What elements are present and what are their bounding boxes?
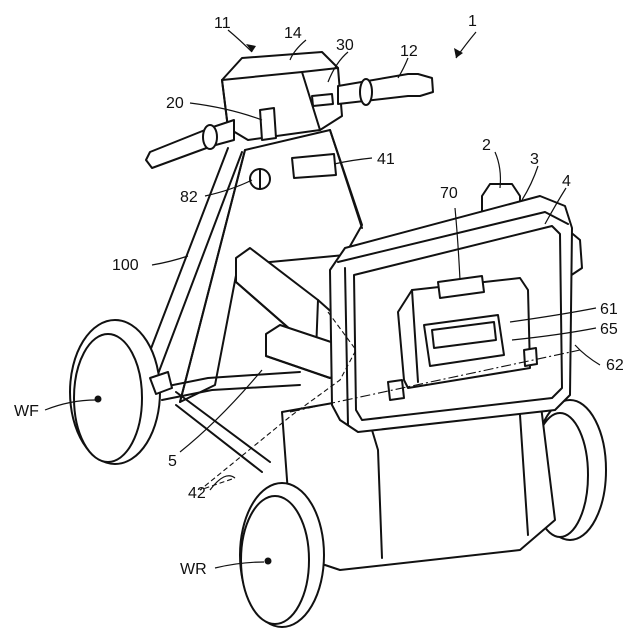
ref-label-30: 30 <box>336 37 354 54</box>
ref-label-70: 70 <box>440 185 458 202</box>
base-rails <box>158 372 300 472</box>
ref-label-82: 82 <box>180 189 198 206</box>
ref-label-41: 41 <box>377 151 395 168</box>
label-plate <box>292 154 336 178</box>
ref-label-2: 2 <box>482 137 491 154</box>
ref-label-3: 3 <box>530 151 539 168</box>
ref-label-42: 42 <box>188 485 206 502</box>
ref-label-61: 61 <box>600 301 618 318</box>
ref-label-12: 12 <box>400 43 418 60</box>
ref-label-WR: WR <box>180 561 207 578</box>
ref-label-5: 5 <box>168 453 177 470</box>
front-wheel <box>70 320 172 464</box>
control-box <box>222 52 342 140</box>
ref-label-1: 1 <box>468 13 477 30</box>
ref-label-62: 62 <box>606 357 624 374</box>
rear-wheel-left <box>240 483 324 627</box>
ref-label-14: 14 <box>284 25 302 42</box>
ref-label-4: 4 <box>562 173 571 190</box>
ref-label-11: 11 <box>214 15 231 32</box>
ref-label-20: 20 <box>166 95 184 112</box>
ref-label-65: 65 <box>600 321 618 338</box>
ref-label-WF: WF <box>14 403 39 420</box>
ref-label-100: 100 <box>112 257 139 274</box>
